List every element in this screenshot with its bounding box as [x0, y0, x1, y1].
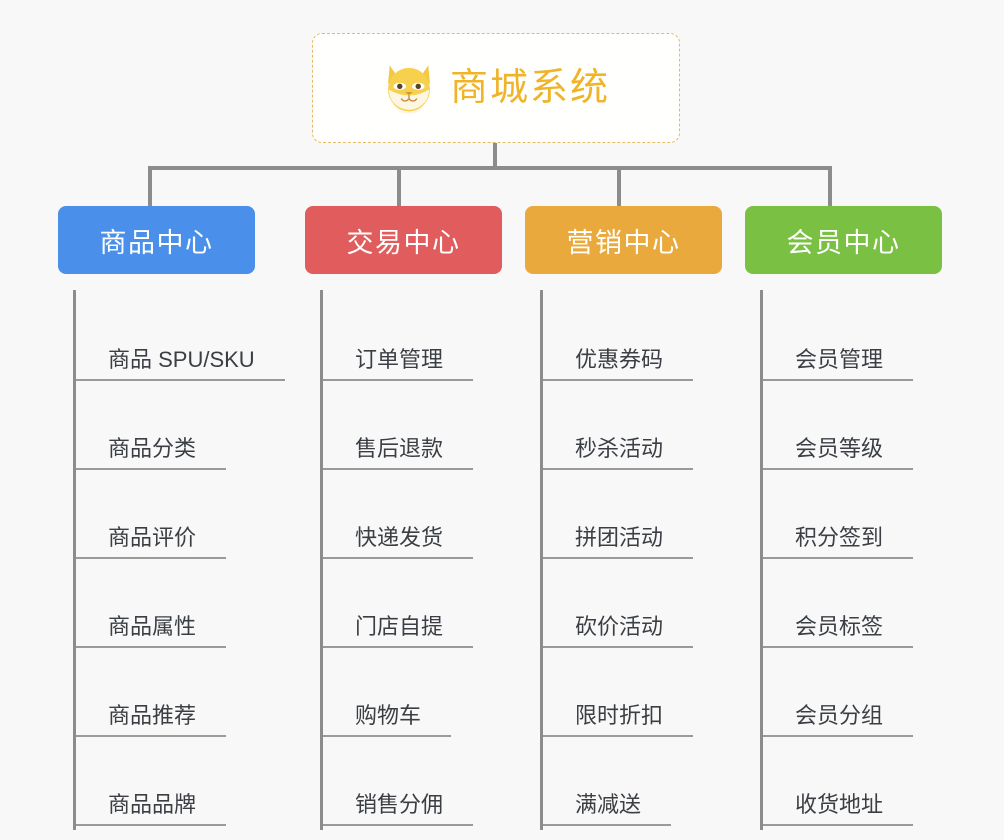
list-item-label: 积分签到: [763, 525, 914, 559]
list-item-label: 会员管理: [763, 347, 914, 381]
connector-horizontal-bus: [148, 166, 832, 170]
list-item-label: 快递发货: [323, 525, 474, 559]
list-item-label: 会员分组: [763, 703, 914, 737]
list-item[interactable]: 会员管理: [763, 296, 942, 385]
list-item[interactable]: 商品分类: [76, 385, 255, 474]
column-header-marketing-center[interactable]: 营销中心: [525, 206, 722, 274]
list-item-label: 收货地址: [763, 792, 914, 826]
column-body-member-center: 会员管理 会员等级 积分签到 会员标签 会员分组 收货地址: [760, 290, 942, 830]
list-item[interactable]: 会员分组: [763, 652, 942, 741]
list-item[interactable]: 商品品牌: [76, 741, 255, 830]
connector-root-stem: [493, 143, 497, 169]
list-item-label: 商品推荐: [76, 703, 227, 737]
list-item-label: 商品 SPU/SKU: [76, 347, 285, 381]
list-item[interactable]: 会员等级: [763, 385, 942, 474]
connector-drop-1: [148, 166, 152, 206]
list-item-label: 商品评价: [76, 525, 227, 559]
column-member-center: 会员中心 会员管理 会员等级 积分签到 会员标签 会员分组 收货地址: [745, 206, 942, 830]
list-item[interactable]: 商品 SPU/SKU: [76, 296, 285, 385]
root-node[interactable]: 商城系统: [312, 33, 680, 143]
list-item-label: 满减送: [543, 792, 672, 826]
list-item[interactable]: 销售分佣: [323, 741, 502, 830]
root-title: 商城系统: [449, 67, 610, 109]
list-item[interactable]: 满减送: [543, 741, 722, 830]
column-header-member-center[interactable]: 会员中心: [745, 206, 942, 274]
column-header-product-center[interactable]: 商品中心: [58, 206, 255, 274]
shiba-dog-icon: [388, 65, 430, 114]
list-item-label: 会员等级: [763, 436, 914, 470]
list-item[interactable]: 积分签到: [763, 474, 942, 563]
list-item[interactable]: 门店自提: [323, 563, 502, 652]
column-body-trade-center: 订单管理 售后退款 快递发货 门店自提 购物车 销售分佣: [320, 290, 502, 830]
list-item[interactable]: 商品评价: [76, 474, 255, 563]
list-item[interactable]: 商品推荐: [76, 652, 255, 741]
list-item-label: 门店自提: [323, 614, 474, 648]
list-item[interactable]: 商品属性: [76, 563, 255, 652]
list-item-label: 商品分类: [76, 436, 227, 470]
connector-drop-3: [617, 166, 621, 206]
list-item[interactable]: 订单管理: [323, 296, 502, 385]
list-item[interactable]: 会员标签: [763, 563, 942, 652]
list-item-label: 售后退款: [323, 436, 474, 470]
list-item[interactable]: 购物车: [323, 652, 502, 741]
list-item[interactable]: 秒杀活动: [543, 385, 722, 474]
list-item-label: 商品品牌: [76, 792, 227, 826]
list-item-label: 订单管理: [323, 347, 474, 381]
list-item[interactable]: 快递发货: [323, 474, 502, 563]
list-item[interactable]: 限时折扣: [543, 652, 722, 741]
connector-drop-2: [397, 166, 401, 206]
connector-drop-4: [828, 166, 832, 206]
list-item[interactable]: 砍价活动: [543, 563, 722, 652]
column-body-product-center: 商品 SPU/SKU 商品分类 商品评价 商品属性 商品推荐 商品品牌: [73, 290, 285, 830]
list-item-label: 秒杀活动: [543, 436, 694, 470]
list-item-label: 销售分佣: [323, 792, 474, 826]
list-item-label: 限时折扣: [543, 703, 694, 737]
list-item[interactable]: 售后退款: [323, 385, 502, 474]
column-marketing-center: 营销中心 优惠券码 秒杀活动 拼团活动 砍价活动 限时折扣 满减送: [525, 206, 722, 830]
list-item-label: 会员标签: [763, 614, 914, 648]
list-item-label: 商品属性: [76, 614, 227, 648]
list-item[interactable]: 优惠券码: [543, 296, 722, 385]
column-trade-center: 交易中心 订单管理 售后退款 快递发货 门店自提 购物车 销售分佣: [305, 206, 502, 830]
column-body-marketing-center: 优惠券码 秒杀活动 拼团活动 砍价活动 限时折扣 满减送: [540, 290, 722, 830]
list-item[interactable]: 拼团活动: [543, 474, 722, 563]
column-header-trade-center[interactable]: 交易中心: [305, 206, 502, 274]
column-product-center: 商品中心 商品 SPU/SKU 商品分类 商品评价 商品属性 商品推荐 商品品牌: [58, 206, 285, 830]
list-item-label: 拼团活动: [543, 525, 694, 559]
list-item-label: 砍价活动: [543, 614, 694, 648]
list-item-label: 购物车: [323, 703, 452, 737]
list-item[interactable]: 收货地址: [763, 741, 942, 830]
list-item-label: 优惠券码: [543, 347, 694, 381]
